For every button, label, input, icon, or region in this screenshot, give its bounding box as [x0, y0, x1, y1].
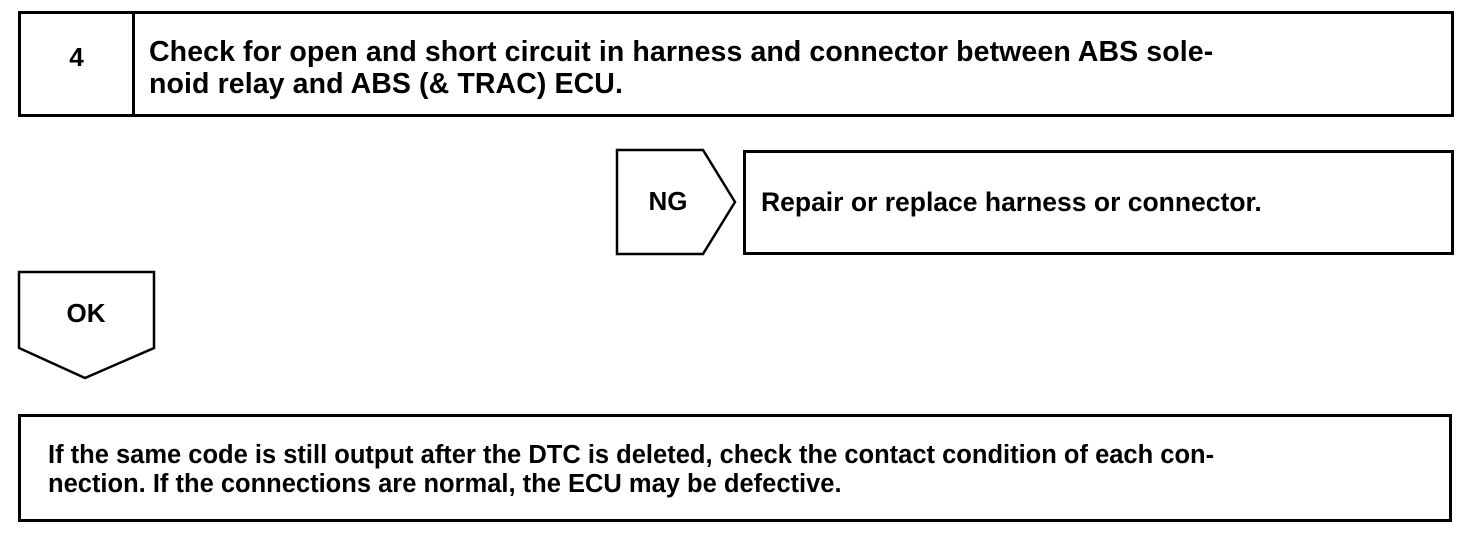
ng-label: NG — [648, 186, 688, 216]
note-line-1: If the same code is still output after t… — [48, 441, 1215, 469]
note-box: If the same code is still output after t… — [18, 414, 1452, 522]
ng-result-box: Repair or replace harness or connector. — [743, 150, 1454, 255]
step-title: Check for open and short circuit in harn… — [149, 36, 1439, 100]
step-title-line-2: noid relay and ABS (& TRAC) ECU. — [149, 68, 624, 100]
step-number-cell: 4 — [21, 14, 135, 114]
note-line-2: nection. If the connections are normal, … — [48, 470, 842, 498]
step-header-box: 4 Check for open and short circuit in ha… — [18, 11, 1454, 117]
step-title-line-1: Check for open and short circuit in harn… — [149, 36, 1214, 68]
step-number: 4 — [69, 42, 84, 72]
note-text: If the same code is still output after t… — [48, 441, 1438, 499]
ok-arrow-shape — [17, 270, 156, 380]
ok-label: OK — [66, 298, 106, 328]
ng-result-text: Repair or replace harness or connector. — [761, 187, 1262, 217]
ng-arrow-shape — [615, 148, 737, 256]
